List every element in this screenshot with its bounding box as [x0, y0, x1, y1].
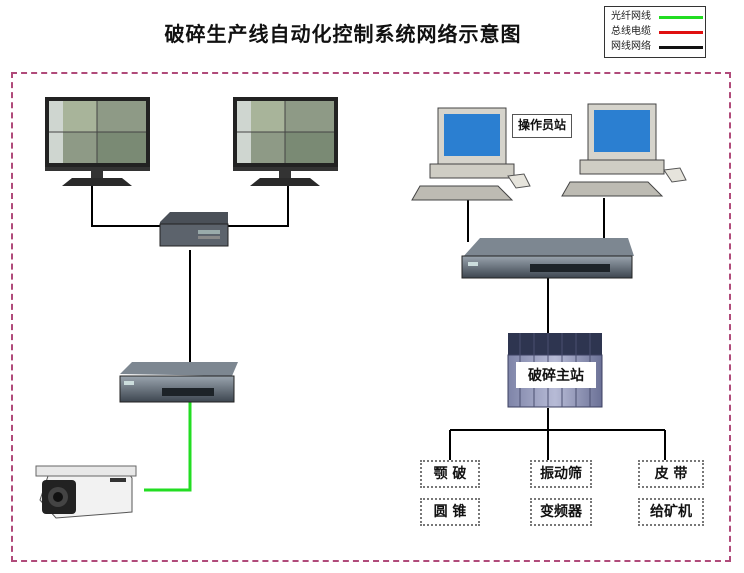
legend-label-fiber: 光纤网线 — [611, 11, 651, 22]
legend-swatch-bus — [659, 31, 703, 34]
operator-computer-right — [561, 103, 687, 197]
monitor-left — [45, 97, 150, 186]
camera-icon — [35, 465, 137, 519]
system-boundary — [11, 72, 731, 562]
legend-item-network: 网线网络 — [611, 40, 703, 54]
network-switch-left — [119, 362, 238, 403]
legend-swatch-network — [659, 46, 703, 49]
monitor-right — [233, 97, 338, 186]
network-switch-right — [461, 238, 634, 279]
video-recorder — [159, 212, 229, 247]
legend-item-bus: 总线电缆 — [611, 25, 703, 39]
legend-label-bus: 总线电缆 — [611, 26, 651, 37]
equipment-jaw-crusher: 颚 破 — [420, 460, 480, 488]
equipment-vibrating-screen: 振动筛 — [530, 460, 592, 488]
operator-station-label: 操作员站 — [512, 114, 572, 138]
legend: 光纤网线 总线电缆 网线网络 — [604, 6, 706, 58]
operator-computer-left — [411, 107, 531, 201]
fiber-cable — [144, 400, 192, 492]
equipment-belt-conveyor: 皮 带 — [638, 460, 704, 488]
equipment-inverter: 变频器 — [530, 498, 592, 526]
diagram-title: 破碎生产线自动化控制系统网络示意图 — [164, 22, 522, 46]
legend-swatch-fiber — [659, 16, 703, 19]
legend-label-network: 网线网络 — [611, 41, 651, 52]
main-station-label: 破碎主站 — [516, 362, 596, 388]
equipment-cone-crusher: 圆 锥 — [420, 498, 480, 526]
legend-item-fiber: 光纤网线 — [611, 10, 703, 24]
network-cables — [91, 185, 666, 460]
equipment-feeder: 给矿机 — [638, 498, 704, 526]
